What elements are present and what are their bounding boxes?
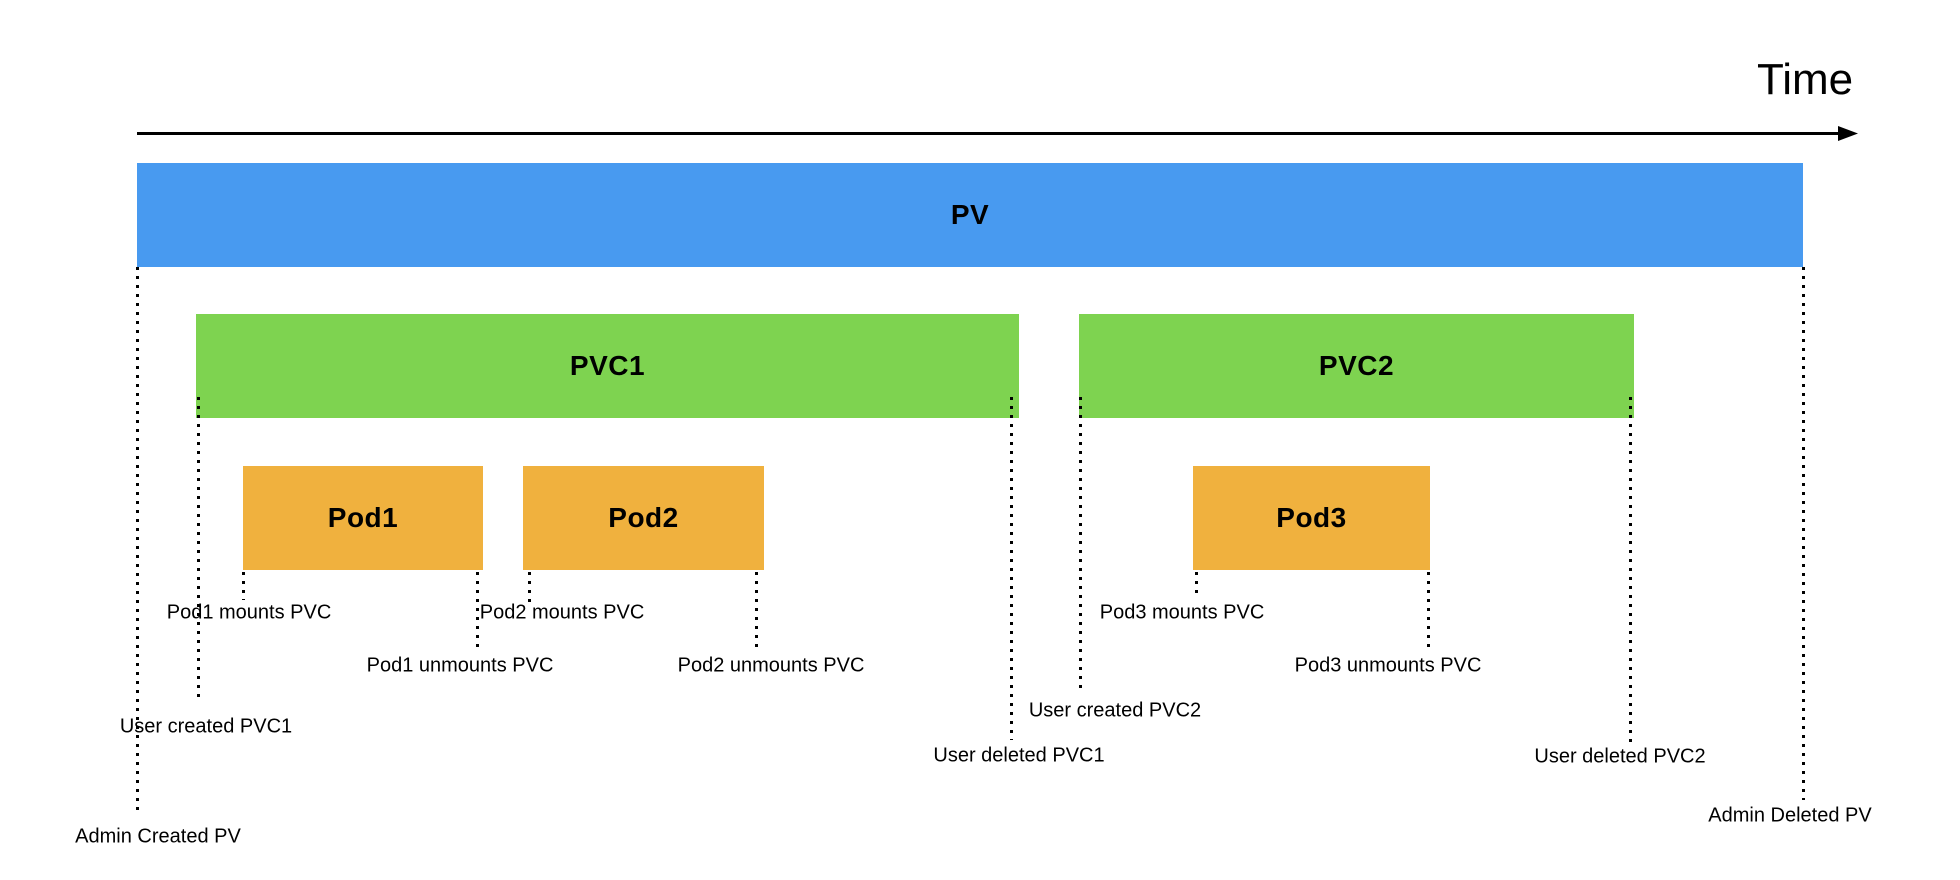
event-label-user-deleted-pvc2: User deleted PVC2 xyxy=(1534,745,1706,768)
event-line-admin-created-pv xyxy=(136,267,139,815)
pod1-bar: Pod1 xyxy=(243,466,483,570)
pv-bar: PV xyxy=(137,163,1803,267)
pvc1-bar: PVC1 xyxy=(196,314,1019,418)
event-label-user-deleted-pvc1: User deleted PVC1 xyxy=(933,744,1105,767)
pvc2-bar-label: PVC2 xyxy=(1318,350,1395,381)
event-line-pod1-unmounts xyxy=(476,572,479,648)
event-label-admin-deleted-pv: Admin Deleted PV xyxy=(1708,804,1872,827)
event-line-pod2-mounts xyxy=(528,572,531,602)
event-line-admin-deleted-pv xyxy=(1802,267,1805,800)
time-axis-line xyxy=(137,132,1843,135)
pv-bar-label: PV xyxy=(950,199,990,230)
arrow-head-icon xyxy=(1838,126,1858,141)
event-line-pod3-unmounts xyxy=(1427,572,1430,648)
event-label-pod1-unmounts: Pod1 unmounts PVC xyxy=(366,654,554,677)
pvc1-bar-label: PVC1 xyxy=(569,350,646,381)
event-label-pod3-unmounts: Pod3 unmounts PVC xyxy=(1294,654,1482,677)
event-line-user-created-pvc1 xyxy=(197,397,200,702)
time-axis-label: Time xyxy=(1757,55,1854,104)
event-label-pod1-mounts: Pod1 mounts PVC xyxy=(166,601,332,624)
pod2-bar: Pod2 xyxy=(523,466,764,570)
event-line-user-deleted-pvc1 xyxy=(1010,397,1013,740)
event-line-user-created-pvc2 xyxy=(1079,397,1082,693)
event-line-pod1-mounts xyxy=(242,572,245,600)
event-label-pod2-mounts: Pod2 mounts PVC xyxy=(479,601,645,624)
event-line-pod3-mounts xyxy=(1195,572,1198,597)
pod2-bar-label: Pod2 xyxy=(608,502,679,533)
event-label-user-created-pvc1: User created PVC1 xyxy=(119,715,293,738)
pod1-bar-label: Pod1 xyxy=(327,502,399,533)
event-label-admin-created-pv: Admin Created PV xyxy=(75,825,241,848)
event-label-pod3-mounts: Pod3 mounts PVC xyxy=(1099,601,1265,624)
pvc2-bar: PVC2 xyxy=(1079,314,1634,418)
event-label-pod2-unmounts: Pod2 unmounts PVC xyxy=(677,654,865,677)
pod3-bar-label: Pod3 xyxy=(1276,502,1347,533)
event-line-pod2-unmounts xyxy=(755,572,758,648)
pod3-bar: Pod3 xyxy=(1193,466,1430,570)
event-label-user-created-pvc2: User created PVC2 xyxy=(1028,699,1202,722)
event-line-user-deleted-pvc2 xyxy=(1629,397,1632,742)
